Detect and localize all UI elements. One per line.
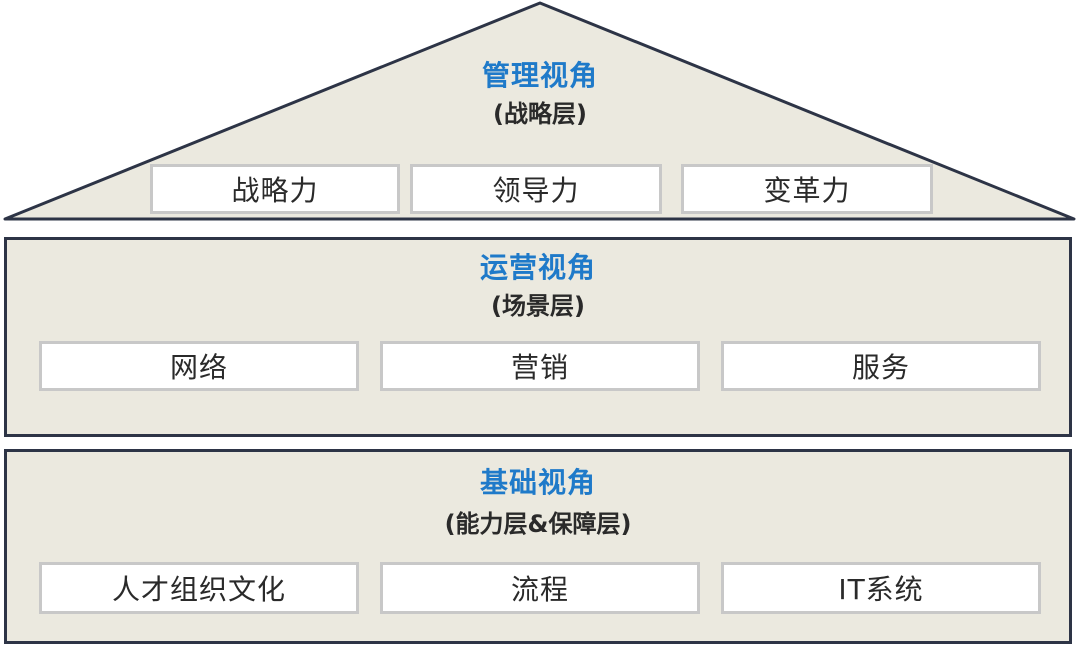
box-transformation: 变革力 xyxy=(681,164,933,214)
foundation-title: 基础视角 xyxy=(479,466,596,499)
box-marketing: 营销 xyxy=(380,341,700,391)
box-process: 流程 xyxy=(380,562,700,614)
box-it-system: IT系统 xyxy=(721,562,1041,614)
management-title: 管理视角 xyxy=(481,59,598,92)
box-leadership: 领导力 xyxy=(410,164,662,214)
box-service: 服务 xyxy=(721,341,1041,391)
operations-layer: 运营视角 (场景层) 网络 营销 服务 xyxy=(4,237,1072,437)
operations-title: 运营视角 xyxy=(479,251,596,284)
box-strategy: 战略力 xyxy=(150,164,400,214)
management-subtitle: (战略层) xyxy=(493,100,587,128)
box-people-org-culture: 人才组织文化 xyxy=(39,562,359,614)
operations-subtitle: (场景层) xyxy=(491,292,585,320)
foundation-subtitle: (能力层&保障层) xyxy=(444,510,632,538)
foundation-layer: 基础视角 (能力层&保障层) 人才组织文化 流程 IT系统 xyxy=(4,449,1072,644)
box-network: 网络 xyxy=(39,341,359,391)
